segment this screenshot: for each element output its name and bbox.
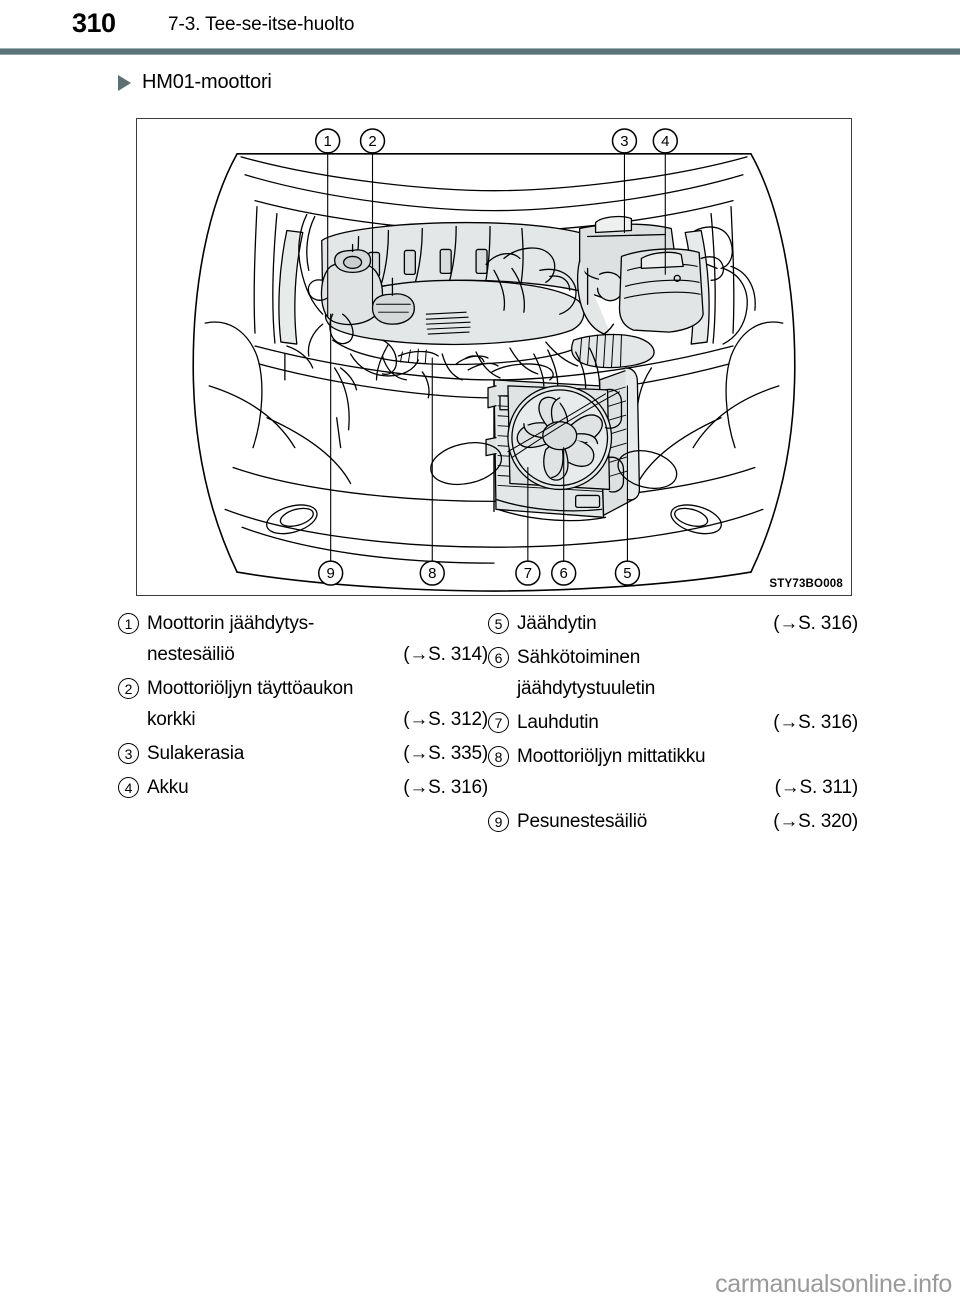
legend-line: Sulakerasia (→S. 335): [147, 738, 488, 769]
legend-item-body: Moottorin jäähdytys- nestesäiliö (→S. 31…: [147, 608, 488, 670]
legend-item-body: Sähkötoiminen jäähdytystuuletin: [517, 642, 858, 704]
section-title: 7-3. Tee-se-itse-huolto: [168, 14, 355, 35]
legend-item-body: Moottoriöljyn mittatikku (→S. 311): [517, 741, 858, 803]
legend-page-ref[interactable]: (→S. 314): [403, 644, 488, 665]
legend-item-label: Sulakerasia: [147, 743, 245, 764]
legend-number-badge: 8: [488, 746, 509, 767]
legend-item-body: Jäähdytin (→S. 316): [517, 608, 858, 639]
figure-code: STY73BO008: [769, 578, 843, 590]
legend-item-label: jäähdytystuuletin: [517, 678, 656, 699]
legend-number-badge: 3: [118, 743, 139, 764]
figure-callout-9: 9: [327, 565, 335, 582]
figure-callout-1: 1: [324, 133, 332, 150]
legend-item-body: Lauhdutin (→S. 316): [517, 707, 858, 738]
legend-line: Jäähdytin (→S. 316): [517, 608, 858, 639]
list-item: 8 Moottoriöljyn mittatikku (→S. 311): [488, 741, 858, 803]
legend-line: Moottoriöljyn mittatikku: [517, 741, 858, 772]
legend-item-body: Moottoriöljyn täyttöaukon korkki (→S. 31…: [147, 673, 488, 735]
list-item: 9 Pesunestesäiliö (→S. 320): [488, 806, 858, 837]
legend-item-body: Akku (→S. 316): [147, 772, 488, 803]
subheading-label: HM01-moottori: [142, 71, 272, 93]
page-header: 310 7-3. Tee-se-itse-huolto: [0, 0, 960, 55]
list-item: 7 Lauhdutin (→S. 316): [488, 707, 858, 738]
legend-item-label: Moottoriöljyn mittatikku: [517, 746, 706, 767]
legend-number-badge: 5: [488, 613, 509, 634]
legend-page-ref[interactable]: (→S. 311): [774, 777, 859, 798]
legend-item-label: Moottorin jäähdytys-: [147, 613, 315, 634]
legend-line: (→S. 311): [517, 772, 859, 803]
legend-line: Moottoriöljyn täyttöaukon: [147, 673, 488, 704]
legend-column-right: 5 Jäähdytin (→S. 316) 6 Sähkötoiminen jä…: [488, 608, 858, 840]
legend-item-label: nestesäiliö: [147, 644, 235, 665]
legend-line: nestesäiliö (→S. 314): [147, 639, 488, 670]
legend-page-ref[interactable]: (→S. 316): [773, 613, 858, 634]
legend-item-label: Pesunestesäiliö: [517, 811, 648, 832]
legend-line: Pesunestesäiliö (→S. 320): [517, 806, 858, 837]
legend-page-ref[interactable]: (→S. 312): [403, 709, 488, 730]
list-item: 4 Akku (→S. 316): [118, 772, 488, 803]
legend-line: Sähkötoiminen: [517, 642, 858, 673]
legend-column-left: 1 Moottorin jäähdytys- nestesäiliö (→S. …: [118, 608, 488, 840]
figure-callout-2: 2: [368, 133, 376, 150]
legend: 1 Moottorin jäähdytys- nestesäiliö (→S. …: [118, 608, 858, 840]
legend-page-ref[interactable]: (→S. 335): [403, 743, 488, 764]
legend-number-badge: 4: [118, 777, 139, 798]
legend-item-label: Lauhdutin: [517, 712, 599, 733]
site-watermark: carmanualsonline.info: [715, 1270, 952, 1298]
legend-line: Akku (→S. 316): [147, 772, 488, 803]
legend-number-badge: 6: [488, 647, 509, 668]
page-number: 310: [72, 8, 116, 38]
legend-item-body: Sulakerasia (→S. 335): [147, 738, 488, 769]
legend-number-badge: 7: [488, 712, 509, 733]
legend-number-badge: 9: [488, 811, 509, 832]
legend-line: Lauhdutin (→S. 316): [517, 707, 858, 738]
engine-compartment-illustration: 1 2 3 4 9 8 7 6 5: [192, 128, 796, 592]
figure-callout-8: 8: [428, 565, 436, 582]
legend-line: jäähdytystuuletin: [517, 673, 858, 704]
legend-page-ref[interactable]: (→S. 316): [773, 712, 858, 733]
engine-compartment-figure: 1 2 3 4 9 8 7 6 5 STY73BO008: [136, 118, 852, 596]
legend-line: Moottorin jäähdytys-: [147, 608, 488, 639]
list-item: 5 Jäähdytin (→S. 316): [488, 608, 858, 639]
subheading: HM01-moottori: [118, 71, 272, 94]
legend-number-badge: 2: [118, 678, 139, 699]
triangle-right-icon: [118, 75, 131, 91]
figure-callout-5: 5: [623, 565, 631, 582]
list-item: 1 Moottorin jäähdytys- nestesäiliö (→S. …: [118, 608, 488, 670]
figure-callout-7: 7: [524, 565, 532, 582]
legend-item-label: Akku: [147, 777, 189, 798]
figure-callout-6: 6: [560, 565, 568, 582]
header-divider: [0, 48, 960, 55]
legend-item-label: Moottoriöljyn täyttöaukon: [147, 678, 354, 699]
figure-callout-3: 3: [620, 133, 628, 150]
list-item: 2 Moottoriöljyn täyttöaukon korkki (→S. …: [118, 673, 488, 735]
list-item: 3 Sulakerasia (→S. 335): [118, 738, 488, 769]
list-item: 6 Sähkötoiminen jäähdytystuuletin: [488, 642, 858, 704]
legend-item-label: korkki: [147, 709, 196, 730]
figure-callout-4: 4: [661, 133, 669, 150]
legend-item-body: Pesunestesäiliö (→S. 320): [517, 806, 858, 837]
legend-page-ref[interactable]: (→S. 320): [773, 811, 858, 832]
legend-item-label: Sähkötoiminen: [517, 647, 641, 668]
legend-line: korkki (→S. 312): [147, 704, 488, 735]
legend-number-badge: 1: [118, 613, 139, 634]
legend-page-ref[interactable]: (→S. 316): [403, 777, 488, 798]
legend-item-label: Jäähdytin: [517, 613, 597, 634]
